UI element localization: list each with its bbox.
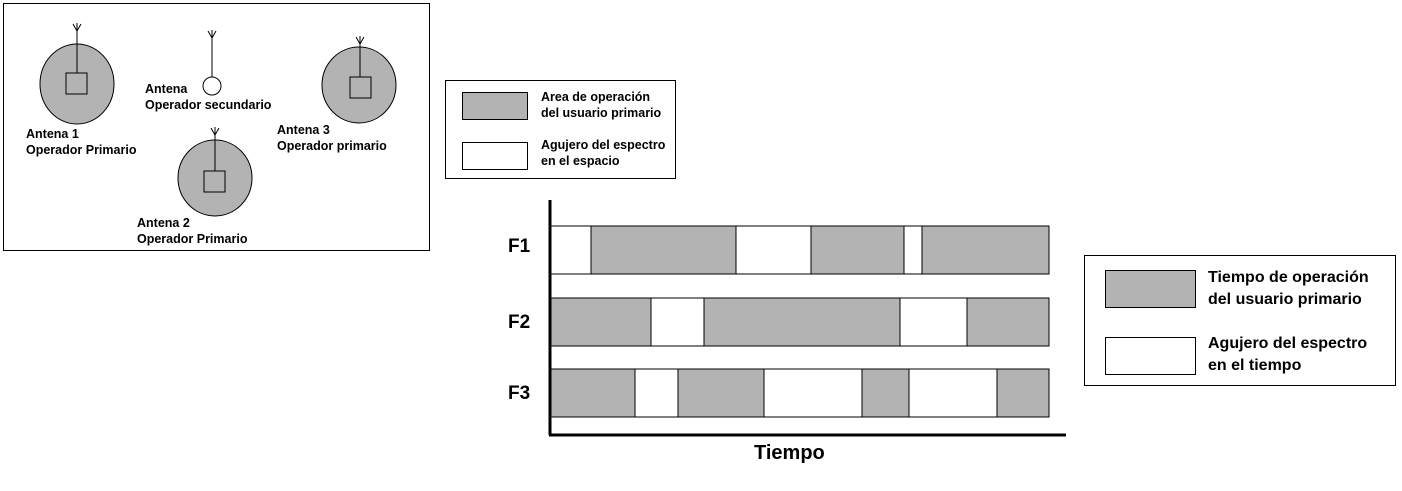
legend-label-time-hole: Agujero del espectro en el tiempo xyxy=(1208,335,1368,374)
time-segment-f2-5 xyxy=(966,297,1050,347)
antenna-1-label: Antena 1 Operador Primario xyxy=(26,127,137,157)
legend-swatch-time-hole xyxy=(1105,337,1196,375)
legend-swatch-space-hole xyxy=(462,142,528,170)
antenna-3-label: Antena 3 Operador primario xyxy=(277,123,387,153)
time-segment-f3-4 xyxy=(763,368,863,418)
time-segment-f2-4 xyxy=(899,297,968,347)
antenna-2-coverage xyxy=(177,127,253,217)
legend-swatch-primary-area xyxy=(462,92,528,120)
time-segment-f3-7 xyxy=(996,368,1050,418)
time-segment-f3-6 xyxy=(908,368,998,418)
time-segment-f1-5 xyxy=(903,225,923,275)
time-segment-f2-2 xyxy=(650,297,705,347)
spatial-drawing xyxy=(39,23,397,217)
space-legend: Area de operación del usuario primario A… xyxy=(445,80,676,179)
antenna-1-coverage xyxy=(39,23,115,125)
time-segment-f1-4 xyxy=(810,225,905,275)
legend-label-primary-area: Area de operación del usuario primario xyxy=(541,90,662,120)
time-legend: Tiempo de operación del usuario primario… xyxy=(1084,255,1396,386)
legend-label-space-hole: Agujero del espectro en el espacio xyxy=(541,138,666,168)
time-segment-f1-3 xyxy=(735,225,812,275)
antenna-3-coverage xyxy=(321,36,397,124)
antenna-2-label: Antena 2 Operador Primario xyxy=(137,216,248,246)
secondary-antenna xyxy=(202,30,222,96)
secondary-antenna-label: Antena Operador secundario xyxy=(145,82,272,112)
x-axis-title: Tiempo xyxy=(754,442,825,464)
row-label-f1: F1 xyxy=(508,236,531,257)
time-segment-f2-1 xyxy=(550,297,652,347)
time-segment-f2-3 xyxy=(703,297,901,347)
time-segment-f1-1 xyxy=(550,225,592,275)
time-segment-f3-5 xyxy=(861,368,910,418)
time-segment-f3-1 xyxy=(550,368,636,418)
spatial-panel: Antena 1 Operador Primario Antena 2 Oper… xyxy=(3,3,430,251)
time-segment-f1-6 xyxy=(921,225,1050,275)
row-label-f2: F2 xyxy=(508,312,531,333)
time-segment-f3-2 xyxy=(634,368,679,418)
legend-label-primary-time: Tiempo de operación del usuario primario xyxy=(1208,269,1369,308)
time-segment-f3-3 xyxy=(677,368,765,418)
legend-swatch-primary-time xyxy=(1105,270,1196,308)
row-label-f3: F3 xyxy=(508,383,531,404)
time-segment-f1-2 xyxy=(590,225,737,275)
